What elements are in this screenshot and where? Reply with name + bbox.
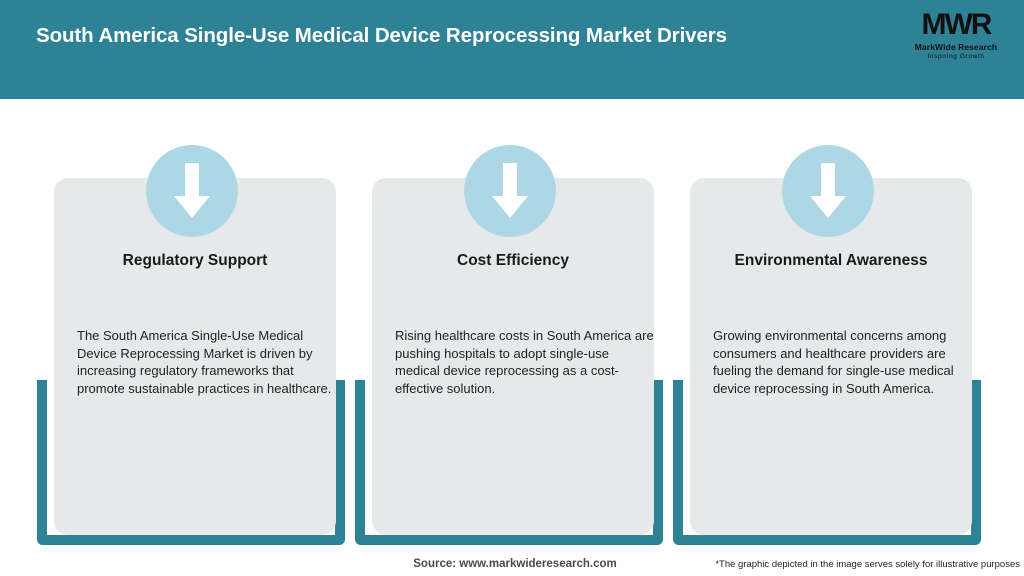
driver-card-3: Environmental Awareness Growing environm…: [673, 99, 989, 545]
logo-company-name: MarkWide Research: [914, 42, 998, 52]
logo-tagline: Inspiring Growth: [927, 53, 985, 60]
card-panel: [54, 178, 336, 535]
driver-card-1: Regulatory Support The South America Sin…: [37, 99, 353, 545]
logo-monogram-icon: MWR: [921, 8, 993, 41]
card-frame-accent: [37, 380, 345, 545]
down-arrow-icon: [782, 145, 874, 237]
card-title: Environmental Awareness: [734, 252, 928, 269]
header-bar: South America Single-Use Medical Device …: [0, 0, 1024, 99]
down-arrow-icon: [464, 145, 556, 237]
card-panel: [372, 178, 654, 535]
card-title: Cost Efficiency: [457, 252, 569, 269]
disclaimer-label: *The graphic depicted in the image serve…: [715, 559, 1020, 570]
markwide-research-logo: MWR MarkWide Research Inspiring Growth: [904, 8, 1008, 66]
down-arrow-icon: [146, 145, 238, 237]
driver-card-2: Cost Efficiency Rising healthcare costs …: [355, 99, 671, 545]
driver-cards-area: Regulatory Support The South America Sin…: [0, 99, 1024, 545]
card-body-text: The South America Single-Use Medical Dev…: [77, 328, 332, 396]
card-frame-accent: [673, 380, 981, 545]
card-body-text: Rising healthcare costs in South America…: [395, 328, 654, 396]
source-label: Source: www.markwideresearch.com: [413, 558, 617, 570]
card-body-text: Growing environmental concerns among con…: [713, 328, 954, 396]
page-title: South America Single-Use Medical Device …: [36, 24, 727, 47]
card-title: Regulatory Support: [122, 252, 268, 269]
card-frame-accent: [355, 380, 663, 545]
card-panel: [690, 178, 972, 535]
